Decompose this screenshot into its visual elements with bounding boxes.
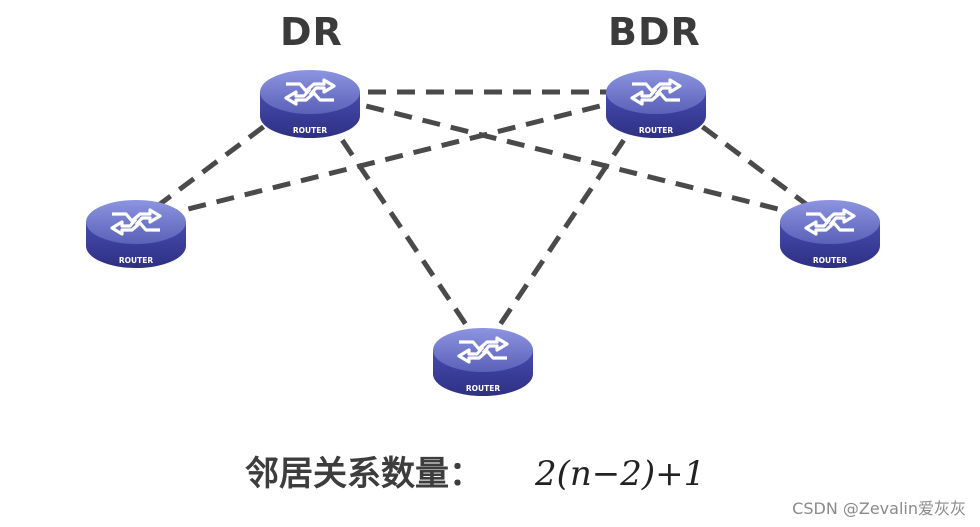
router-dr: ROUTER [260, 70, 360, 138]
formula-caption: 邻居关系数量： [245, 454, 483, 494]
router-bottom: ROUTER [433, 328, 533, 396]
link-bdr-left [135, 89, 657, 225]
router-label: ROUTER [466, 384, 500, 393]
router-left: ROUTER [86, 200, 186, 268]
router-bdr: ROUTER [606, 70, 706, 138]
router-label: ROUTER [813, 256, 847, 265]
formula-expression: 2(n−2)+1 [535, 454, 706, 494]
dr-label: DR [280, 10, 343, 54]
link-dr-right [309, 89, 831, 225]
link-bdr-bottom [480, 90, 659, 352]
formula-row: 邻居关系数量： 2(n−2)+1 [245, 446, 705, 495]
watermark: CSDN @Zevalin爱灰灰 [792, 499, 966, 518]
router-right: ROUTER [780, 200, 880, 268]
router-label: ROUTER [119, 256, 153, 265]
link-dr-bottom [307, 90, 486, 352]
router-label: ROUTER [293, 126, 327, 135]
bdr-label: BDR [608, 10, 701, 54]
router-label: ROUTER [639, 126, 673, 135]
